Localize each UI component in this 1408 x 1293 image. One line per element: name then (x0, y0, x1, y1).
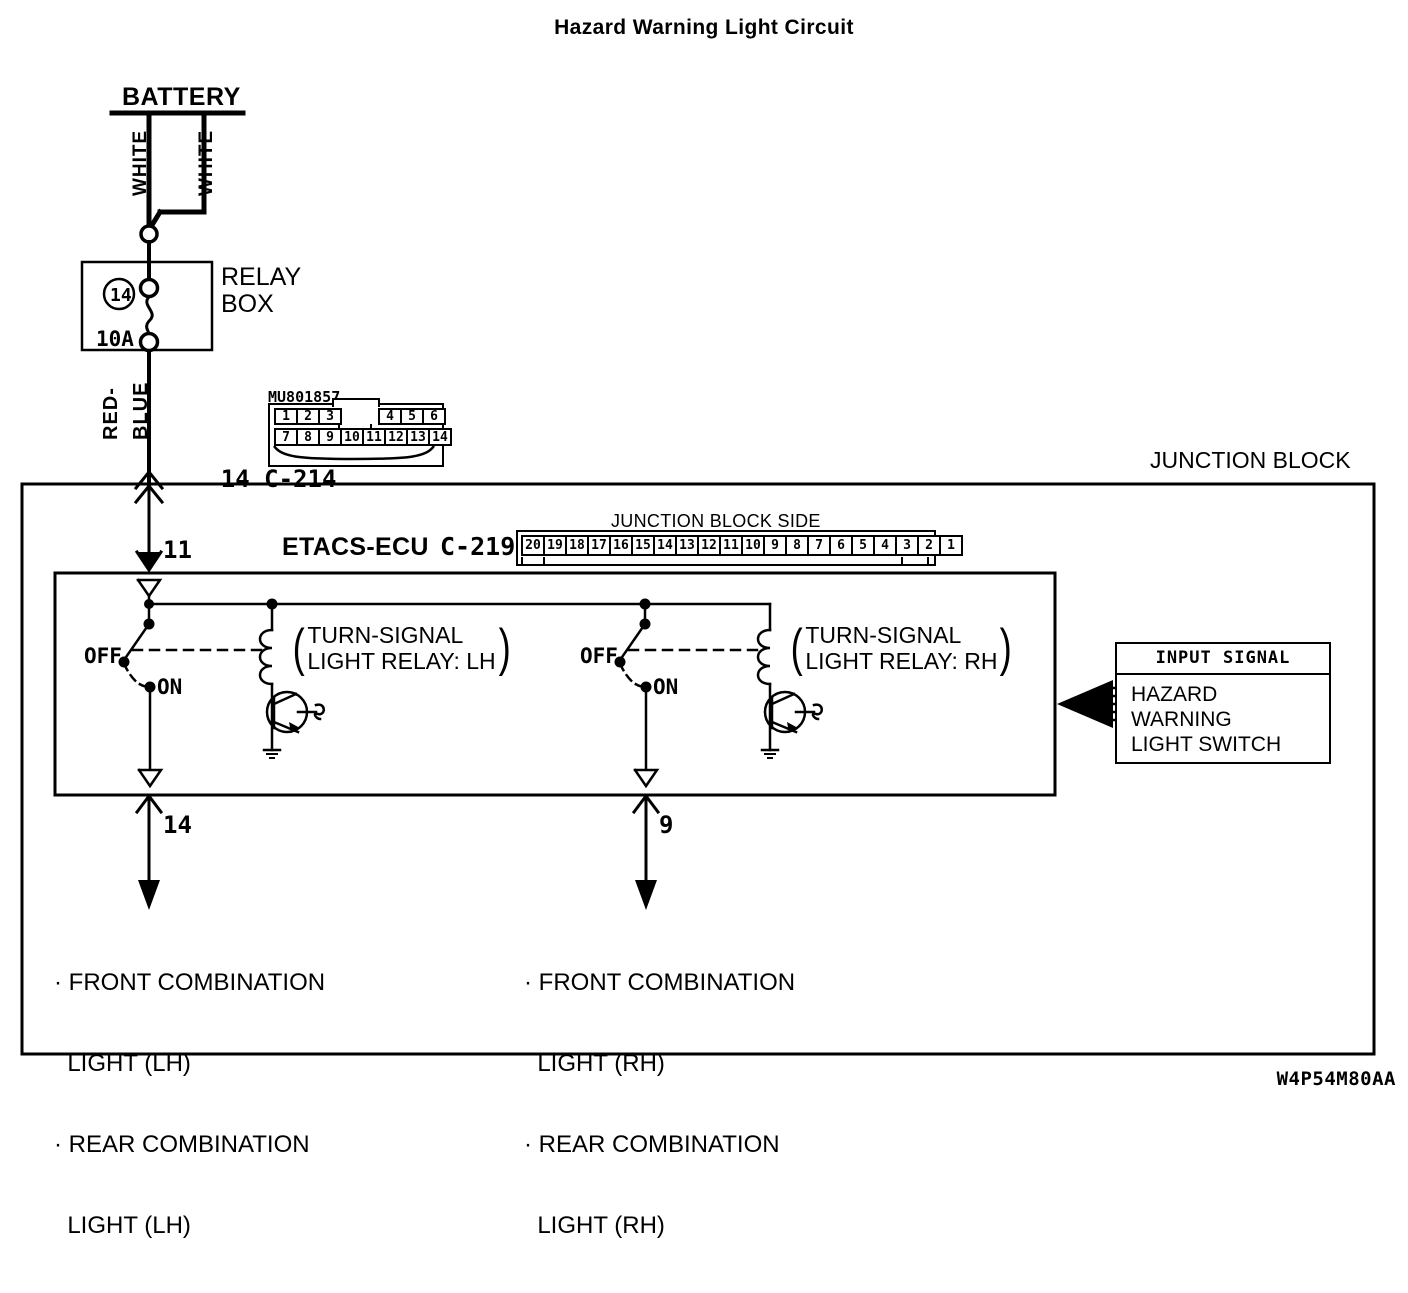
loads-lh-item1-line2: LIGHT (LH) (54, 1050, 191, 1077)
pin-cell-20: 20 (521, 535, 543, 556)
pin-cell-14: 14 (428, 428, 452, 446)
connector-part-number: MU801857 (268, 388, 341, 406)
pin-cell-7: 7 (274, 428, 296, 446)
connector-c214-latch-top (332, 398, 380, 407)
pin-cell-5: 5 (851, 535, 873, 556)
relay-rh-name-line1: TURN-SIGNAL (805, 622, 962, 648)
paren-open: ( (790, 618, 803, 677)
input-signal-line1: HAZARD (1131, 683, 1218, 706)
wire-color-white-right: WHITE (196, 129, 217, 196)
relay-lh-name-group: ( TURN-SIGNAL LIGHT RELAY: LH ) (290, 622, 513, 674)
input-signal-line3: LIGHT SWITCH (1131, 733, 1282, 756)
pin-cell-9: 9 (763, 535, 785, 556)
connector-c219-latch-right (901, 557, 929, 566)
input-signal-line2: WARNING (1131, 708, 1232, 731)
fuse-number: 14 (110, 285, 132, 306)
fuse-rating: 10A (96, 327, 134, 351)
paren-close: ) (498, 618, 511, 677)
pin-cell-1: 1 (274, 408, 296, 425)
pin-cell-3: 3 (895, 535, 917, 556)
loads-lh-item2-line1: · REAR COMBINATION (54, 1131, 310, 1158)
pin-cell-13: 13 (675, 535, 697, 556)
pin-cell-1: 1 (939, 535, 963, 556)
pin-cell-14: 14 (653, 535, 675, 556)
input-signal-box: INPUT SIGNAL HAZARD WARNING LIGHT SWITCH (1115, 642, 1331, 764)
loads-rh-item1-line1: · FRONT COMBINATION (524, 969, 796, 996)
loads-rh-list: · FRONT COMBINATION LIGHT (RH) · REAR CO… (524, 915, 795, 1293)
relay-lh-on-label: ON (157, 675, 183, 699)
loads-lh-item2-line2: LIGHT (LH) (54, 1212, 191, 1239)
pin-cell-12: 12 (697, 535, 719, 556)
pin-cell-18: 18 (565, 535, 587, 556)
pin-cell-2: 2 (917, 535, 939, 556)
relay-box-label-line1: RELAY (221, 263, 302, 291)
wiring-diagram-page: Hazard Warning Light Circuit (20, 16, 1396, 1239)
pin-cell-8: 8 (296, 428, 318, 446)
junction-block-input-pin: 11 (163, 536, 192, 564)
pin-cell-11: 11 (719, 535, 741, 556)
pin-cell-3: 3 (318, 408, 342, 425)
pin-cell-13: 13 (406, 428, 428, 446)
pin-cell-6: 6 (829, 535, 851, 556)
pin-cell-11: 11 (362, 428, 384, 446)
loads-rh-item2-line1: · REAR COMBINATION (524, 1131, 780, 1158)
pin-cell-2: 2 (296, 408, 318, 425)
relay-rh-name-line2: LIGHT RELAY: RH (805, 648, 998, 674)
pin-cell-8: 8 (785, 535, 807, 556)
pin-cell-4: 4 (378, 408, 400, 425)
pin-cell-5: 5 (400, 408, 422, 425)
loads-lh-list: · FRONT COMBINATION LIGHT (LH) · REAR CO… (54, 915, 325, 1293)
relay-rh-name-group: ( TURN-SIGNAL LIGHT RELAY: RH ) (788, 622, 1015, 674)
input-signal-header: INPUT SIGNAL (1117, 644, 1329, 675)
connector-c214-ref: 14 C-214 (220, 465, 337, 493)
pin-cell-10: 10 (741, 535, 763, 556)
page-title: Hazard Warning Light Circuit (554, 16, 854, 39)
connector-c219-latch-left (521, 557, 545, 566)
junction-block-side-label: JUNCTION BLOCK SIDE (611, 511, 821, 531)
pin-cell-17: 17 (587, 535, 609, 556)
pin-cell-19: 19 (543, 535, 565, 556)
relay-box-label-line2: BOX (221, 290, 274, 318)
battery-label: BATTERY (122, 83, 241, 111)
relay-lh-off-label: OFF (84, 644, 122, 668)
junction-block-label: JUNCTION BLOCK (1150, 447, 1351, 473)
pin-cell-12: 12 (384, 428, 406, 446)
pin-cell-10: 10 (340, 428, 362, 446)
relay-lh-name-line2: LIGHT RELAY: LH (307, 648, 496, 674)
input-signal-body: HAZARD WARNING LIGHT SWITCH (1117, 675, 1329, 763)
loads-rh-item1-line2: LIGHT (RH) (524, 1050, 665, 1077)
pin-cell-9: 9 (318, 428, 340, 446)
wire-color-white-left: WHITE (130, 129, 151, 196)
loads-lh-item1-line1: · FRONT COMBINATION (54, 969, 326, 996)
pin-cell-4: 4 (873, 535, 895, 556)
paren-open: ( (292, 618, 305, 677)
relay-rh-on-label: ON (653, 675, 679, 699)
relay-lh-output-pin: 14 (163, 811, 192, 839)
wire-color-red-blue-line2: BLUE (130, 381, 152, 440)
pin-cell-7: 7 (807, 535, 829, 556)
etacs-ecu-connector: C-219 (440, 532, 516, 561)
relay-rh-off-label: OFF (580, 644, 618, 668)
pin-cell-15: 15 (631, 535, 653, 556)
pin-cell-16: 16 (609, 535, 631, 556)
loads-rh-item2-line2: LIGHT (RH) (524, 1212, 665, 1239)
relay-lh-name-line1: TURN-SIGNAL (307, 622, 464, 648)
wire-color-red-blue-line1: RED- (100, 387, 122, 440)
paren-close: ) (1000, 618, 1013, 677)
drawing-code: W4P54M80AA (1276, 1068, 1396, 1090)
connector-c214-skirt (272, 445, 436, 461)
pin-cell-6: 6 (422, 408, 446, 425)
etacs-ecu-label: ETACS-ECU (282, 533, 429, 561)
relay-rh-output-pin: 9 (659, 811, 674, 839)
